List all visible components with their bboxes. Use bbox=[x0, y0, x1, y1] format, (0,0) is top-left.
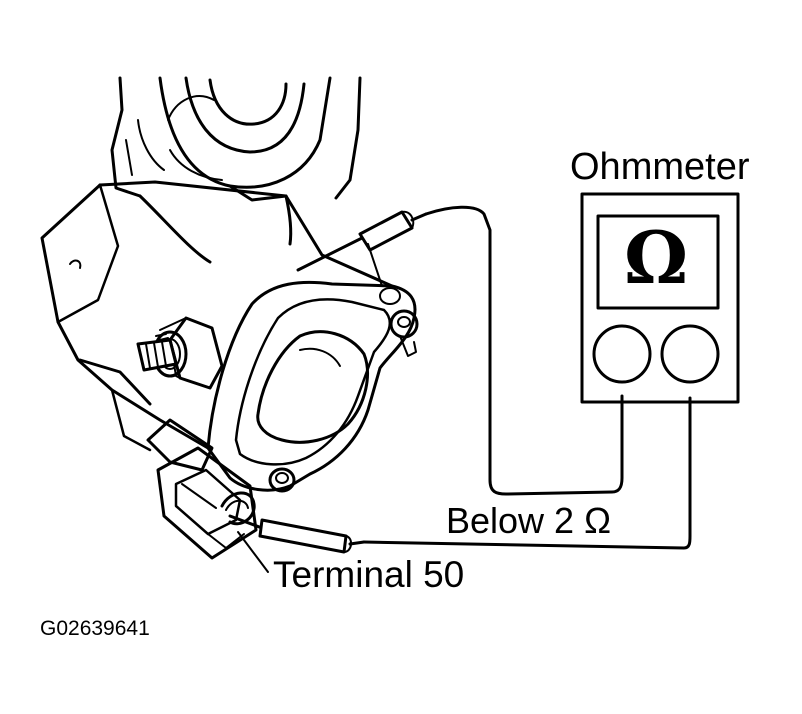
upper-probe bbox=[296, 210, 428, 287]
terminal-label-leader bbox=[237, 531, 269, 573]
solenoid-flange bbox=[206, 280, 419, 493]
ohmmeter-label: Ohmmeter bbox=[570, 146, 750, 188]
terminal-label: Terminal 50 bbox=[273, 554, 465, 595]
terminal-50-connector bbox=[146, 418, 258, 560]
lower-probe bbox=[228, 514, 366, 554]
terminal-stud bbox=[136, 316, 224, 390]
ohm-symbol: Ω bbox=[624, 215, 689, 300]
ohmmeter bbox=[580, 192, 740, 404]
lead-wires bbox=[362, 205, 692, 550]
armature-housing bbox=[110, 76, 362, 200]
starter-body bbox=[40, 180, 394, 452]
figure-id: G02639641 bbox=[40, 617, 150, 640]
resistance-reading: Below 2 Ω bbox=[446, 500, 611, 541]
